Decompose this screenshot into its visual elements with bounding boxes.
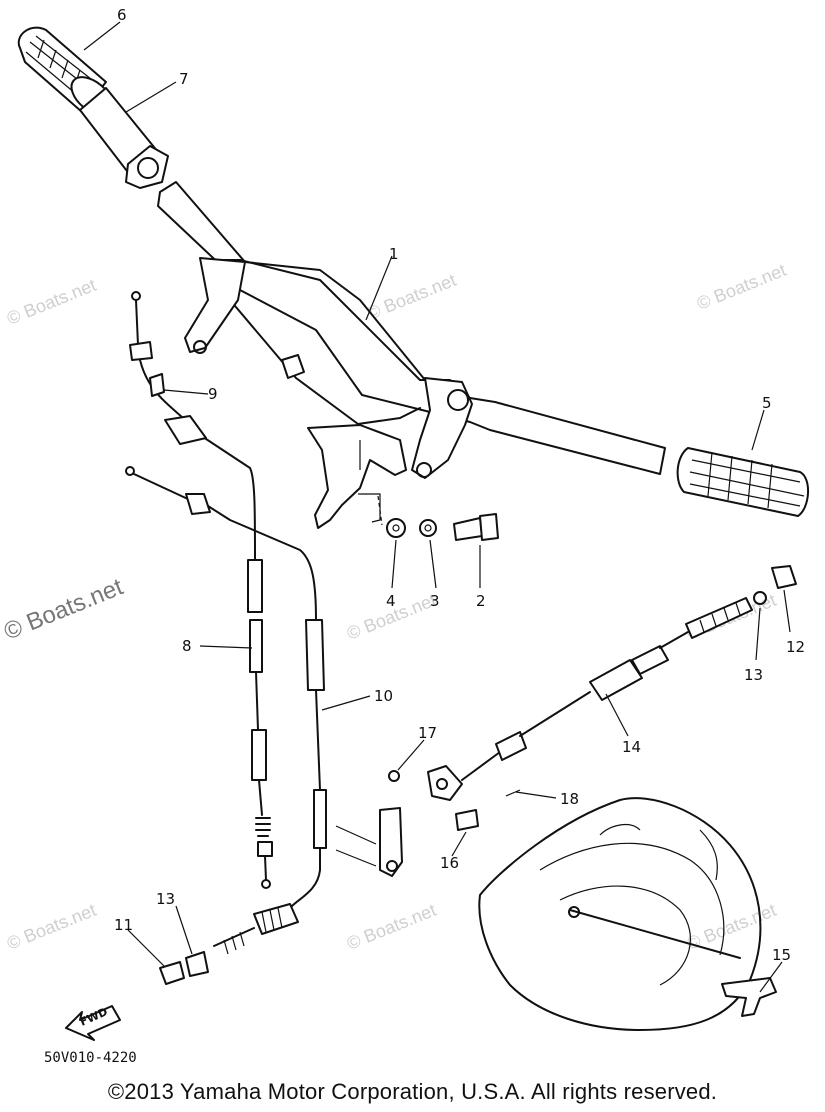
callout-17: 17 [418, 724, 437, 742]
callout-5: 5 [762, 394, 772, 412]
callout-13-left: 13 [156, 890, 175, 908]
watermark: © Boats.net [4, 900, 99, 954]
copyright-notice: ©2013 Yamaha Motor Corporation, U.S.A. A… [107, 1079, 718, 1104]
engine-housing [478, 797, 762, 1031]
callout-18: 18 [560, 790, 579, 808]
handlebar [157, 181, 666, 529]
callout-13-right: 13 [744, 666, 763, 684]
bracket-15 [721, 977, 777, 1017]
callout-2: 2 [476, 592, 486, 610]
fwd-arrow: FWD [65, 1005, 121, 1041]
callout-6: 6 [117, 6, 127, 24]
watermark: © Boats.net [0, 573, 127, 645]
lever-parts [335, 765, 521, 877]
callout-8: 8 [182, 637, 192, 655]
cable-10 [125, 466, 327, 955]
callout-7: 7 [179, 70, 189, 88]
watermark: © Boats.net [694, 260, 789, 314]
grip-right [676, 447, 809, 517]
cable-14 [461, 597, 753, 781]
throttle-tube [79, 87, 169, 189]
callout-1: 1 [389, 245, 399, 263]
watermark: © Boats.net [4, 275, 99, 329]
leader-lines [83, 21, 791, 993]
callout-16: 16 [440, 854, 459, 872]
bolt-9 [149, 373, 165, 397]
callouts: 6 7 1 5 9 4 3 2 8 12 13 10 17 14 18 16 1… [114, 6, 805, 964]
callout-3: 3 [430, 592, 440, 610]
callout-14: 14 [622, 738, 641, 756]
callout-11: 11 [114, 916, 133, 934]
nut-11-13 [159, 951, 209, 985]
diagram-code: 50V010-4220 [44, 1050, 137, 1066]
callout-15: 15 [772, 946, 791, 964]
callout-12: 12 [786, 638, 805, 656]
callout-4: 4 [386, 592, 396, 610]
fasteners-2-3-4 [377, 495, 499, 541]
watermark: © Boats.net [364, 270, 459, 324]
callout-9: 9 [208, 385, 218, 403]
nut-12-13 [753, 565, 797, 605]
watermark: © Boats.net [344, 900, 439, 954]
callout-10: 10 [374, 687, 393, 705]
